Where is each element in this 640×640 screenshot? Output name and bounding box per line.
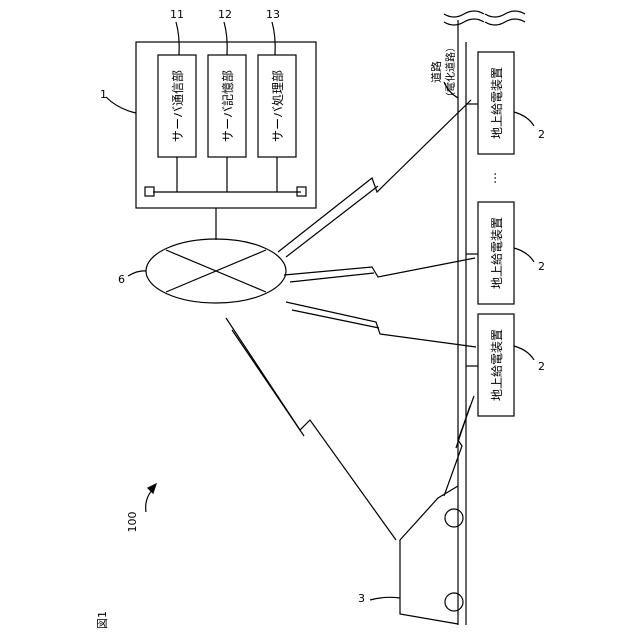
- ground-device-label-3: 地上給電装置: [490, 329, 504, 401]
- ref-label-3: 3: [358, 592, 365, 605]
- wireless-link-to-device-1-echo: [286, 186, 378, 257]
- ref-label-13: 13: [266, 8, 280, 21]
- wireless-link-to-device-2-echo: [290, 273, 374, 282]
- ground-device-label-2: 地上給電装置: [490, 217, 504, 289]
- vehicle-body: [400, 486, 458, 624]
- ref-leader-2-a: [514, 112, 534, 126]
- road: [444, 11, 525, 625]
- ref-leader-2-c: [514, 346, 534, 360]
- ref-label-11: 11: [170, 8, 184, 21]
- wireless-links: [226, 100, 476, 540]
- ref-leader-6: [128, 271, 146, 276]
- road-sublabel: （電化道路）: [444, 42, 457, 102]
- wireless-link-to-vehicle: [226, 318, 396, 540]
- ground-device-label-1: 地上給電装置: [490, 67, 504, 139]
- ref-leader-11: [176, 22, 179, 55]
- server-processing-unit-label: サーバ処理部: [270, 70, 285, 142]
- ref-label-2-a: 2: [538, 128, 545, 141]
- ref-label-12: 12: [218, 8, 232, 21]
- server-storage-unit-label: サーバ記憶部: [220, 70, 235, 142]
- vehicle-rear-wheel: [445, 593, 463, 611]
- ref-label-6: 6: [118, 273, 125, 286]
- system-ref-arrowhead: [148, 484, 156, 493]
- device-ellipsis: …: [485, 172, 499, 184]
- wireless-link-to-device-3: [286, 302, 476, 347]
- wireless-link-to-vehicle-echo: [232, 330, 304, 436]
- ref-leader-13: [272, 22, 275, 55]
- wireless-link-device-vehicle: [444, 396, 474, 496]
- figure-label: 図1: [96, 611, 109, 629]
- vehicle-front-wheel: [445, 509, 463, 527]
- system-ref-label: 100: [126, 512, 139, 533]
- ref-leader-3: [370, 597, 400, 600]
- wireless-link-to-device-2: [284, 258, 475, 277]
- ref-leader-1: [106, 97, 136, 113]
- server-bus: [145, 157, 306, 196]
- ref-leader-12: [224, 22, 227, 55]
- ref-label-1: 1: [100, 88, 107, 101]
- ref-label-2-c: 2: [538, 360, 545, 373]
- ref-label-2-b: 2: [538, 260, 545, 273]
- ref-leader-2-b: [514, 248, 534, 262]
- road-label: 道路: [429, 61, 443, 83]
- server-comm-unit-label: サーバ通信部: [170, 70, 185, 142]
- wireless-link-to-device-1: [278, 100, 471, 252]
